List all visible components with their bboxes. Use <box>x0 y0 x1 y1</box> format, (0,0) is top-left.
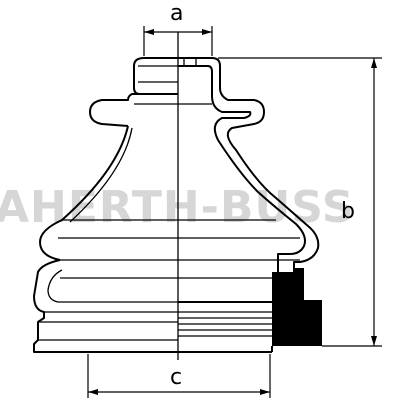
boot-exterior-half <box>33 32 179 360</box>
dimension-b: b <box>218 57 382 347</box>
clamp-band-section <box>272 268 322 346</box>
dimension-b-label: b <box>341 199 355 224</box>
dimension-c-label: c <box>170 365 182 390</box>
watermark-text: AHERTH-BUSS <box>0 182 355 233</box>
boot-section-half <box>178 57 322 353</box>
dimension-c: c <box>87 354 271 398</box>
dimension-a-label: a <box>170 1 183 26</box>
dimension-a: a <box>143 1 213 56</box>
